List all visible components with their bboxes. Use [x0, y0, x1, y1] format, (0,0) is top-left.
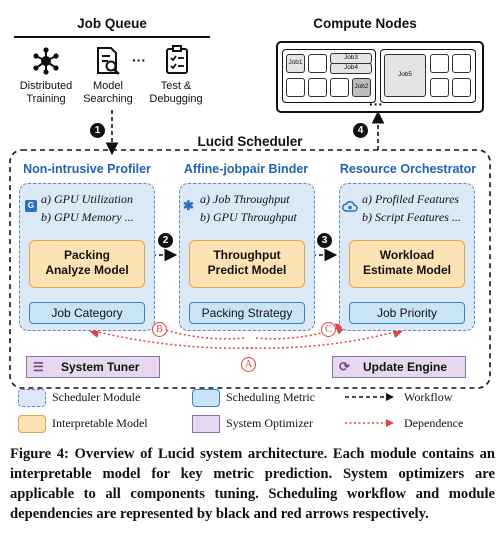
gpu-cell: Job4: [330, 63, 372, 74]
update-engine-box: ⟳ Update Engine: [332, 356, 466, 378]
legend-label: Workflow: [404, 390, 453, 404]
sliders-icon: ☰: [33, 360, 44, 374]
network-icon: [33, 47, 59, 75]
gpu-cell: [452, 54, 471, 73]
gpu-cell: Job2: [352, 78, 371, 97]
job-queue-divider: [14, 36, 210, 38]
legend-swatch-module: [18, 389, 46, 407]
search-document-icon: [97, 47, 120, 75]
module-title: Resource Orchestrator: [339, 162, 477, 176]
legend-label: Scheduling Metric: [226, 390, 315, 404]
figure-caption: Figure 4: Overview of Lucid system archi…: [10, 446, 495, 522]
module-output: Job Category: [29, 302, 145, 324]
dependence-label: C: [321, 322, 336, 337]
compute-node: [380, 49, 476, 103]
legend-workflow-arrow: [345, 393, 394, 401]
module-title: Non-intrusive Profiler: [23, 162, 151, 176]
legend-label: Dependence: [404, 416, 464, 430]
step-marker: 3: [317, 233, 332, 248]
gpu-cell: Job1: [286, 54, 305, 73]
gpu-cell: Job5: [384, 54, 426, 97]
compute-nodes-ellipsis: ···: [369, 96, 383, 112]
step-marker: 4: [353, 123, 368, 138]
legend-swatch-optimizer: [192, 415, 220, 433]
job-queue-title: Job Queue: [77, 16, 147, 31]
dependence-arrow: [149, 323, 245, 340]
refresh-icon: ⟳: [339, 359, 350, 374]
dependence-arrow: [87, 326, 254, 349]
scheduler-frame: [9, 149, 491, 389]
bluetooth-icon: ✱: [183, 198, 194, 213]
gpu-cell: [330, 78, 349, 97]
legend-label: Scheduler Module: [52, 390, 141, 404]
module-output: Packing Strategy: [189, 302, 305, 324]
step-marker: 1: [90, 123, 105, 138]
chip-icon: G: [25, 200, 37, 212]
legend-dependence-arrow: [345, 419, 394, 427]
cloud-gear-icon: [342, 201, 358, 212]
job-queue-ellipsis: ···: [132, 52, 146, 68]
legend-swatch-model: [18, 415, 46, 433]
compute-nodes-title: Compute Nodes: [313, 16, 417, 31]
dependence-label: A: [241, 357, 256, 372]
metric-item: a) Profiled Features: [362, 192, 460, 206]
legend-label: Interpretable Model: [52, 416, 148, 430]
legend-label: System Optimizer: [226, 416, 313, 430]
system-tuner-box: ☰ System Tuner: [26, 356, 160, 378]
checklist-icon: [166, 45, 188, 74]
dependence-label: B: [152, 322, 167, 337]
gpu-cell: [430, 54, 449, 73]
metric-item: b) GPU Throughput: [200, 210, 297, 224]
metric-item: b) GPU Memory ...: [41, 210, 134, 224]
dependence-arrow: [245, 326, 405, 349]
gpu-cell: [308, 54, 327, 73]
job-item-label: Test &Debugging: [149, 80, 203, 105]
metric-item: a) Job Throughput: [200, 192, 290, 206]
dependence-arrow: [255, 323, 348, 340]
module-output: Job Priority: [349, 302, 465, 324]
module-title: Affine-jobpair Binder: [183, 162, 309, 176]
scheduler-title: Lucid Scheduler: [180, 134, 320, 149]
step-marker: 2: [158, 233, 173, 248]
metric-item: b) Script Features ...: [362, 210, 461, 224]
gpu-cell: [452, 78, 471, 97]
gpu-cell: [430, 78, 449, 97]
metric-item: a) GPU Utilization: [41, 192, 133, 206]
legend-swatch-metric: [192, 389, 220, 407]
gpu-cell: [286, 78, 305, 97]
compute-node: [282, 49, 376, 103]
gpu-cell: [308, 78, 327, 97]
